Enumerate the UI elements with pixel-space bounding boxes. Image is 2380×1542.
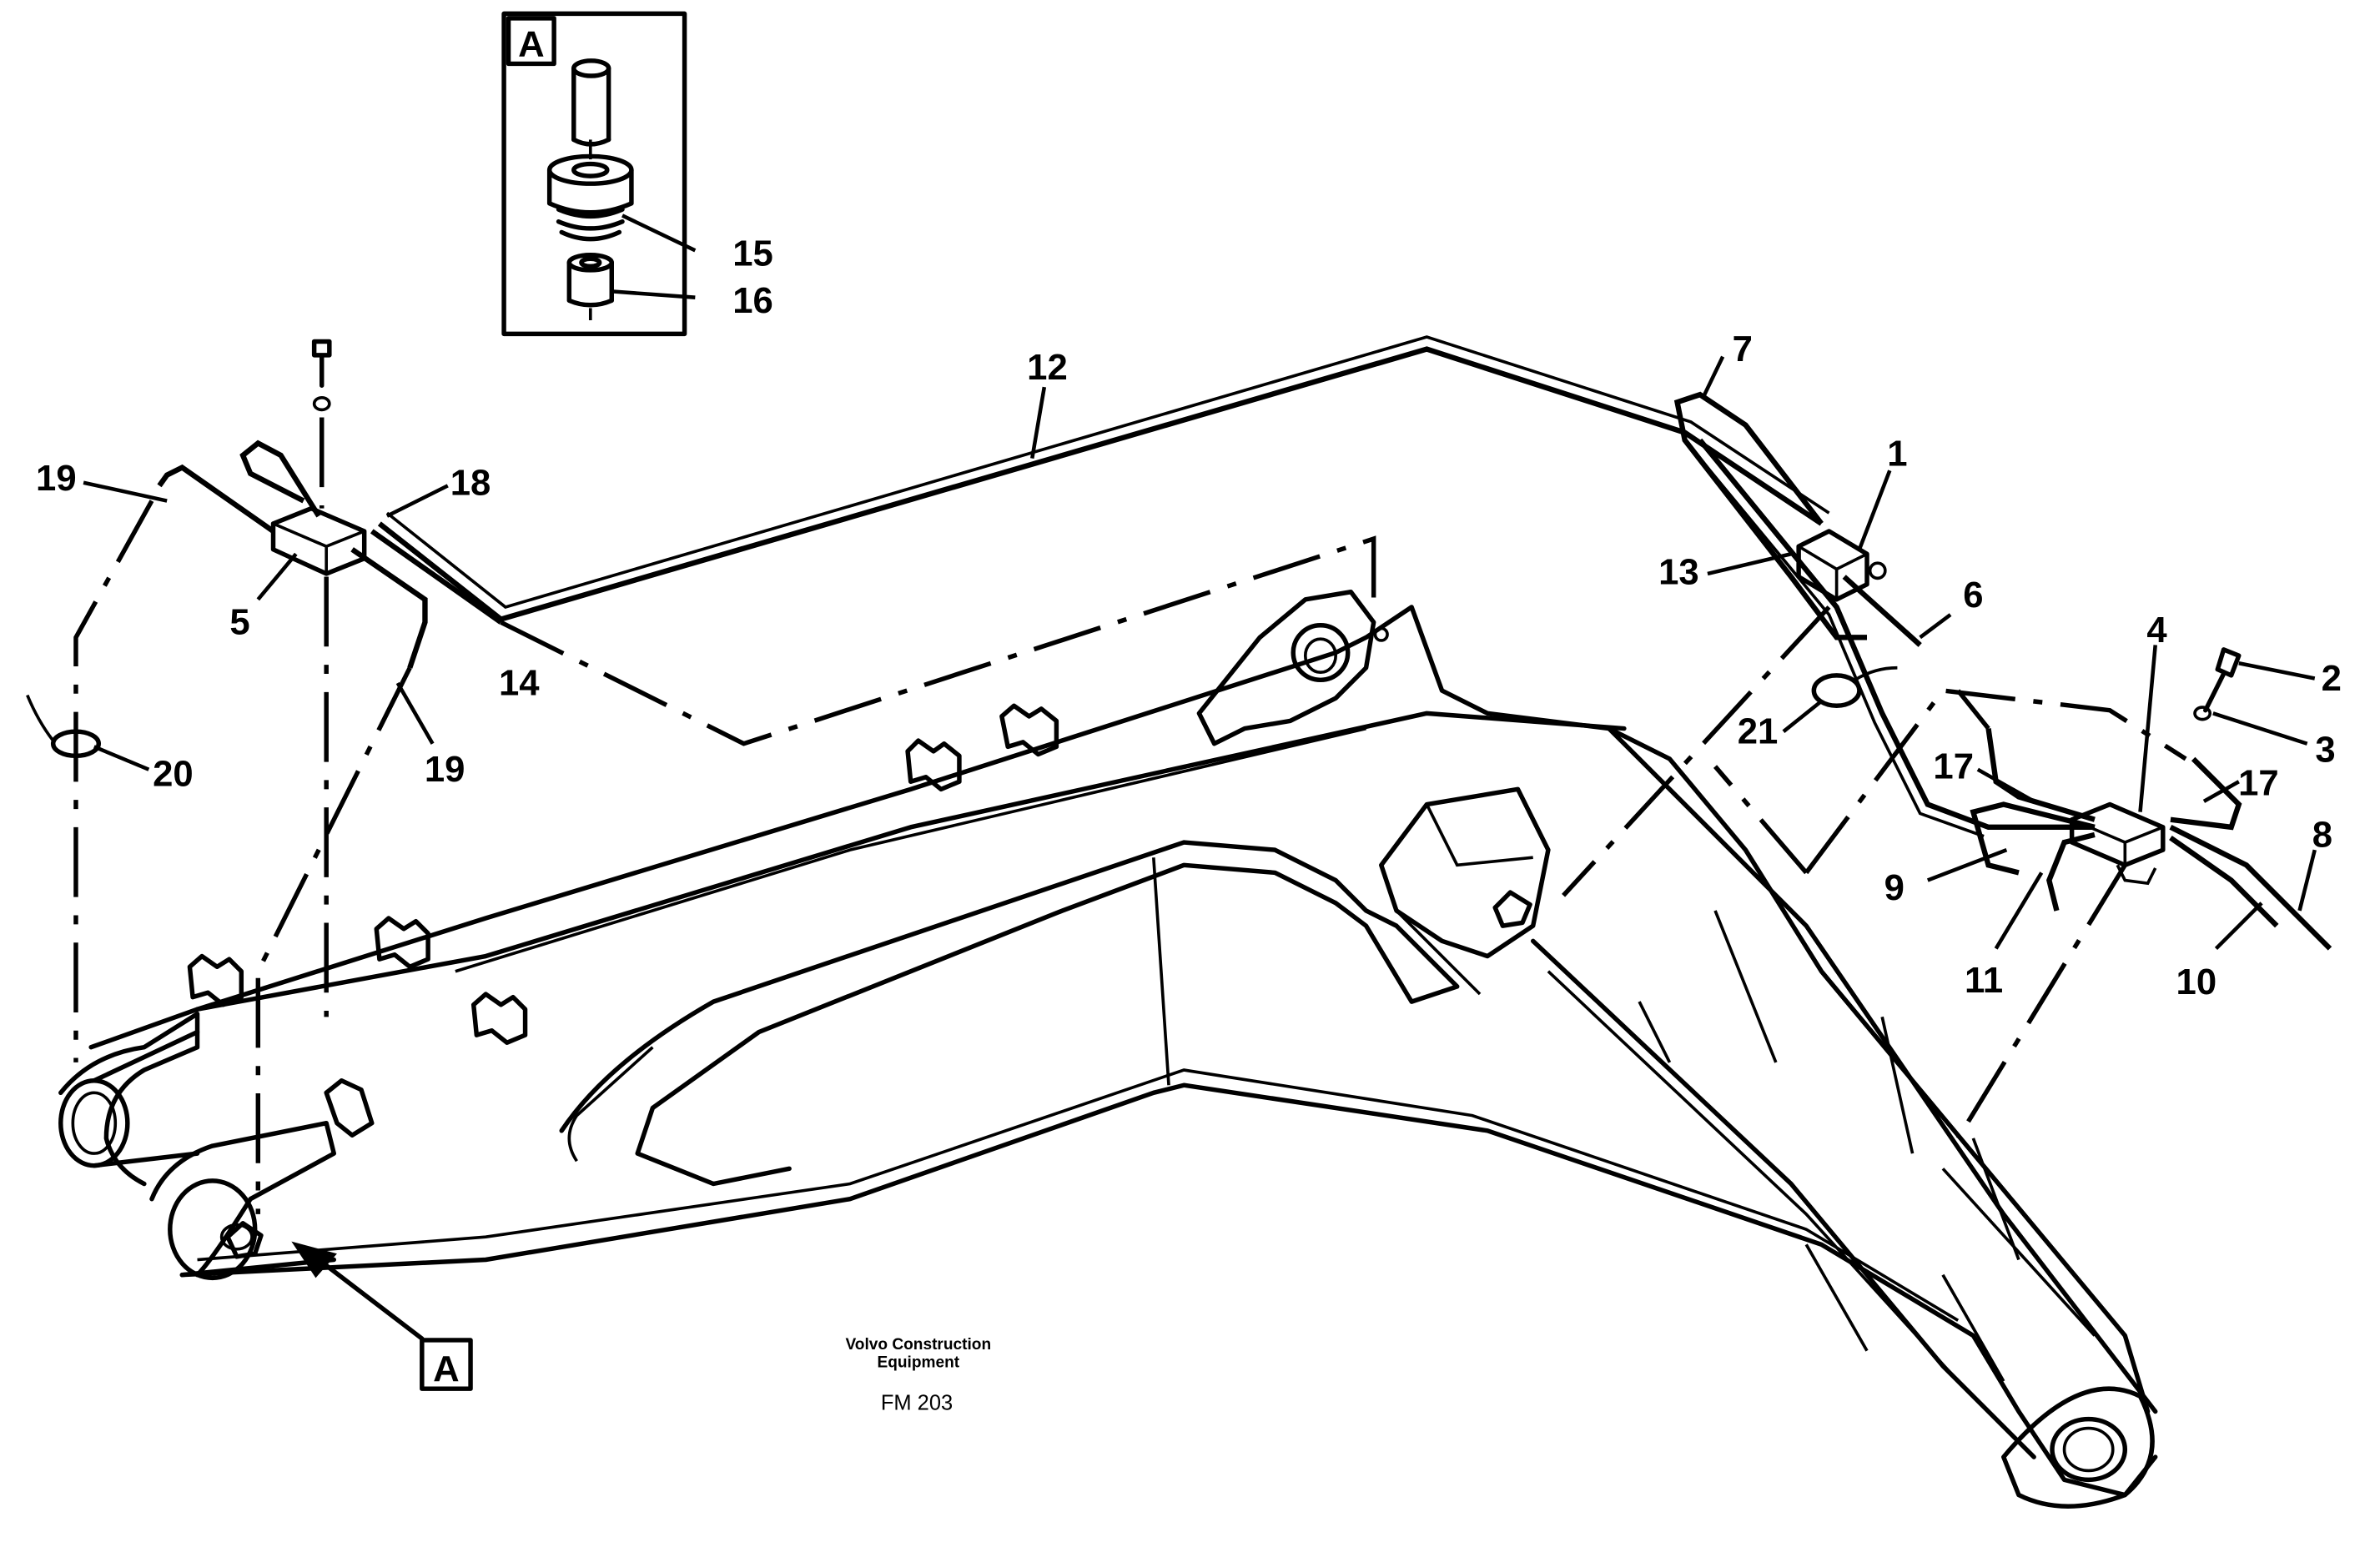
part-label-18: 18 — [450, 462, 491, 503]
hose-clamp-21-icon — [1811, 666, 1898, 708]
distribution-block-1-icon — [1796, 529, 1887, 602]
part-label-6: 6 — [1963, 575, 1983, 615]
distribution-block-4-icon — [2069, 801, 2166, 886]
pipe-end-icon — [571, 58, 611, 160]
pipe-clamp-icon — [905, 738, 962, 792]
view-a-marker-letter: A — [433, 1349, 460, 1389]
figure-number: FM 203 — [881, 1392, 953, 1415]
pipe-clamp-icon — [324, 1078, 375, 1138]
part-label-3: 3 — [2315, 730, 2335, 771]
mount-block-icon — [1379, 786, 1551, 996]
part-label-14: 14 — [499, 663, 540, 704]
pipe-clamp-icon — [470, 992, 528, 1045]
part-label-19-right: 19 — [425, 749, 465, 790]
part-label-15: 15 — [732, 233, 773, 274]
inset-letter-box — [506, 16, 556, 67]
view-a-marker-box — [420, 1338, 473, 1391]
grease-nipple-icon — [225, 1221, 264, 1259]
pipe-8-10 — [2169, 824, 2332, 951]
bolt-icon — [311, 339, 332, 412]
part-label-12: 12 — [1027, 347, 1068, 388]
pipe-18 — [239, 439, 503, 625]
view-a-marker: A — [420, 1338, 473, 1391]
part-label-1: 1 — [1887, 434, 1907, 475]
part-label-7: 7 — [1733, 329, 1753, 369]
boom-foot-pin-boss-icon — [2001, 1386, 2155, 1509]
leader-lines — [83, 355, 2317, 951]
pipe-7-loop — [1673, 391, 1868, 640]
hose-clamp-20-icon — [26, 694, 101, 759]
boom-structure — [58, 590, 2158, 1509]
part-label-9: 9 — [1884, 867, 1905, 908]
grease-nipple-icon — [1492, 890, 1532, 928]
figure-caption: Volvo Construction Equipment FM 203 — [845, 1336, 991, 1415]
inset-letter: A — [518, 23, 545, 64]
pipe-12 — [377, 335, 1830, 623]
bushing-icon — [566, 253, 614, 320]
part-label-21: 21 — [1738, 711, 1779, 752]
part-label-10: 10 — [2176, 962, 2217, 1002]
bolt-2-icon — [2193, 647, 2242, 721]
inset-frame — [501, 11, 687, 337]
pipe-clamp-icon — [374, 916, 430, 969]
pipe-19 — [157, 464, 428, 669]
part-label-11: 11 — [1965, 960, 2003, 1001]
detail-a-inset: A — [501, 11, 697, 337]
caption-line-2: Equipment — [877, 1354, 959, 1372]
part-label-19-left: 19 — [36, 458, 77, 499]
part-label-4: 4 — [2146, 610, 2167, 650]
distribution-block-5-icon — [270, 505, 367, 576]
part-label-8: 8 — [2312, 814, 2332, 855]
view-a-arrow — [291, 1241, 425, 1341]
pipe-clamp-icon — [187, 953, 244, 1007]
part-label-16: 16 — [732, 280, 773, 321]
part-label-20: 20 — [153, 754, 194, 795]
pipe-9-11 — [1970, 801, 2096, 912]
part-label-5: 5 — [229, 602, 249, 643]
caption-line-1: Volvo Construction — [845, 1336, 991, 1354]
part-label-17-left: 17 — [1933, 746, 1974, 787]
pipe-clamp-icon — [999, 703, 1059, 757]
part-label-2: 2 — [2322, 658, 2342, 699]
part-number-labels: 1 2 3 4 5 6 7 8 9 10 11 12 13 14 15 16 1… — [36, 233, 2342, 1002]
grease-nipple-icon — [546, 153, 634, 242]
part-label-17-right: 17 — [2238, 763, 2279, 804]
pipe-13 — [1691, 438, 2095, 838]
pipe-17-loop — [1985, 728, 2242, 831]
part-label-13: 13 — [1658, 552, 1699, 593]
cylinder-bracket-icon — [1196, 590, 1389, 746]
boom-nose-eye-left-icon — [58, 1011, 200, 1187]
